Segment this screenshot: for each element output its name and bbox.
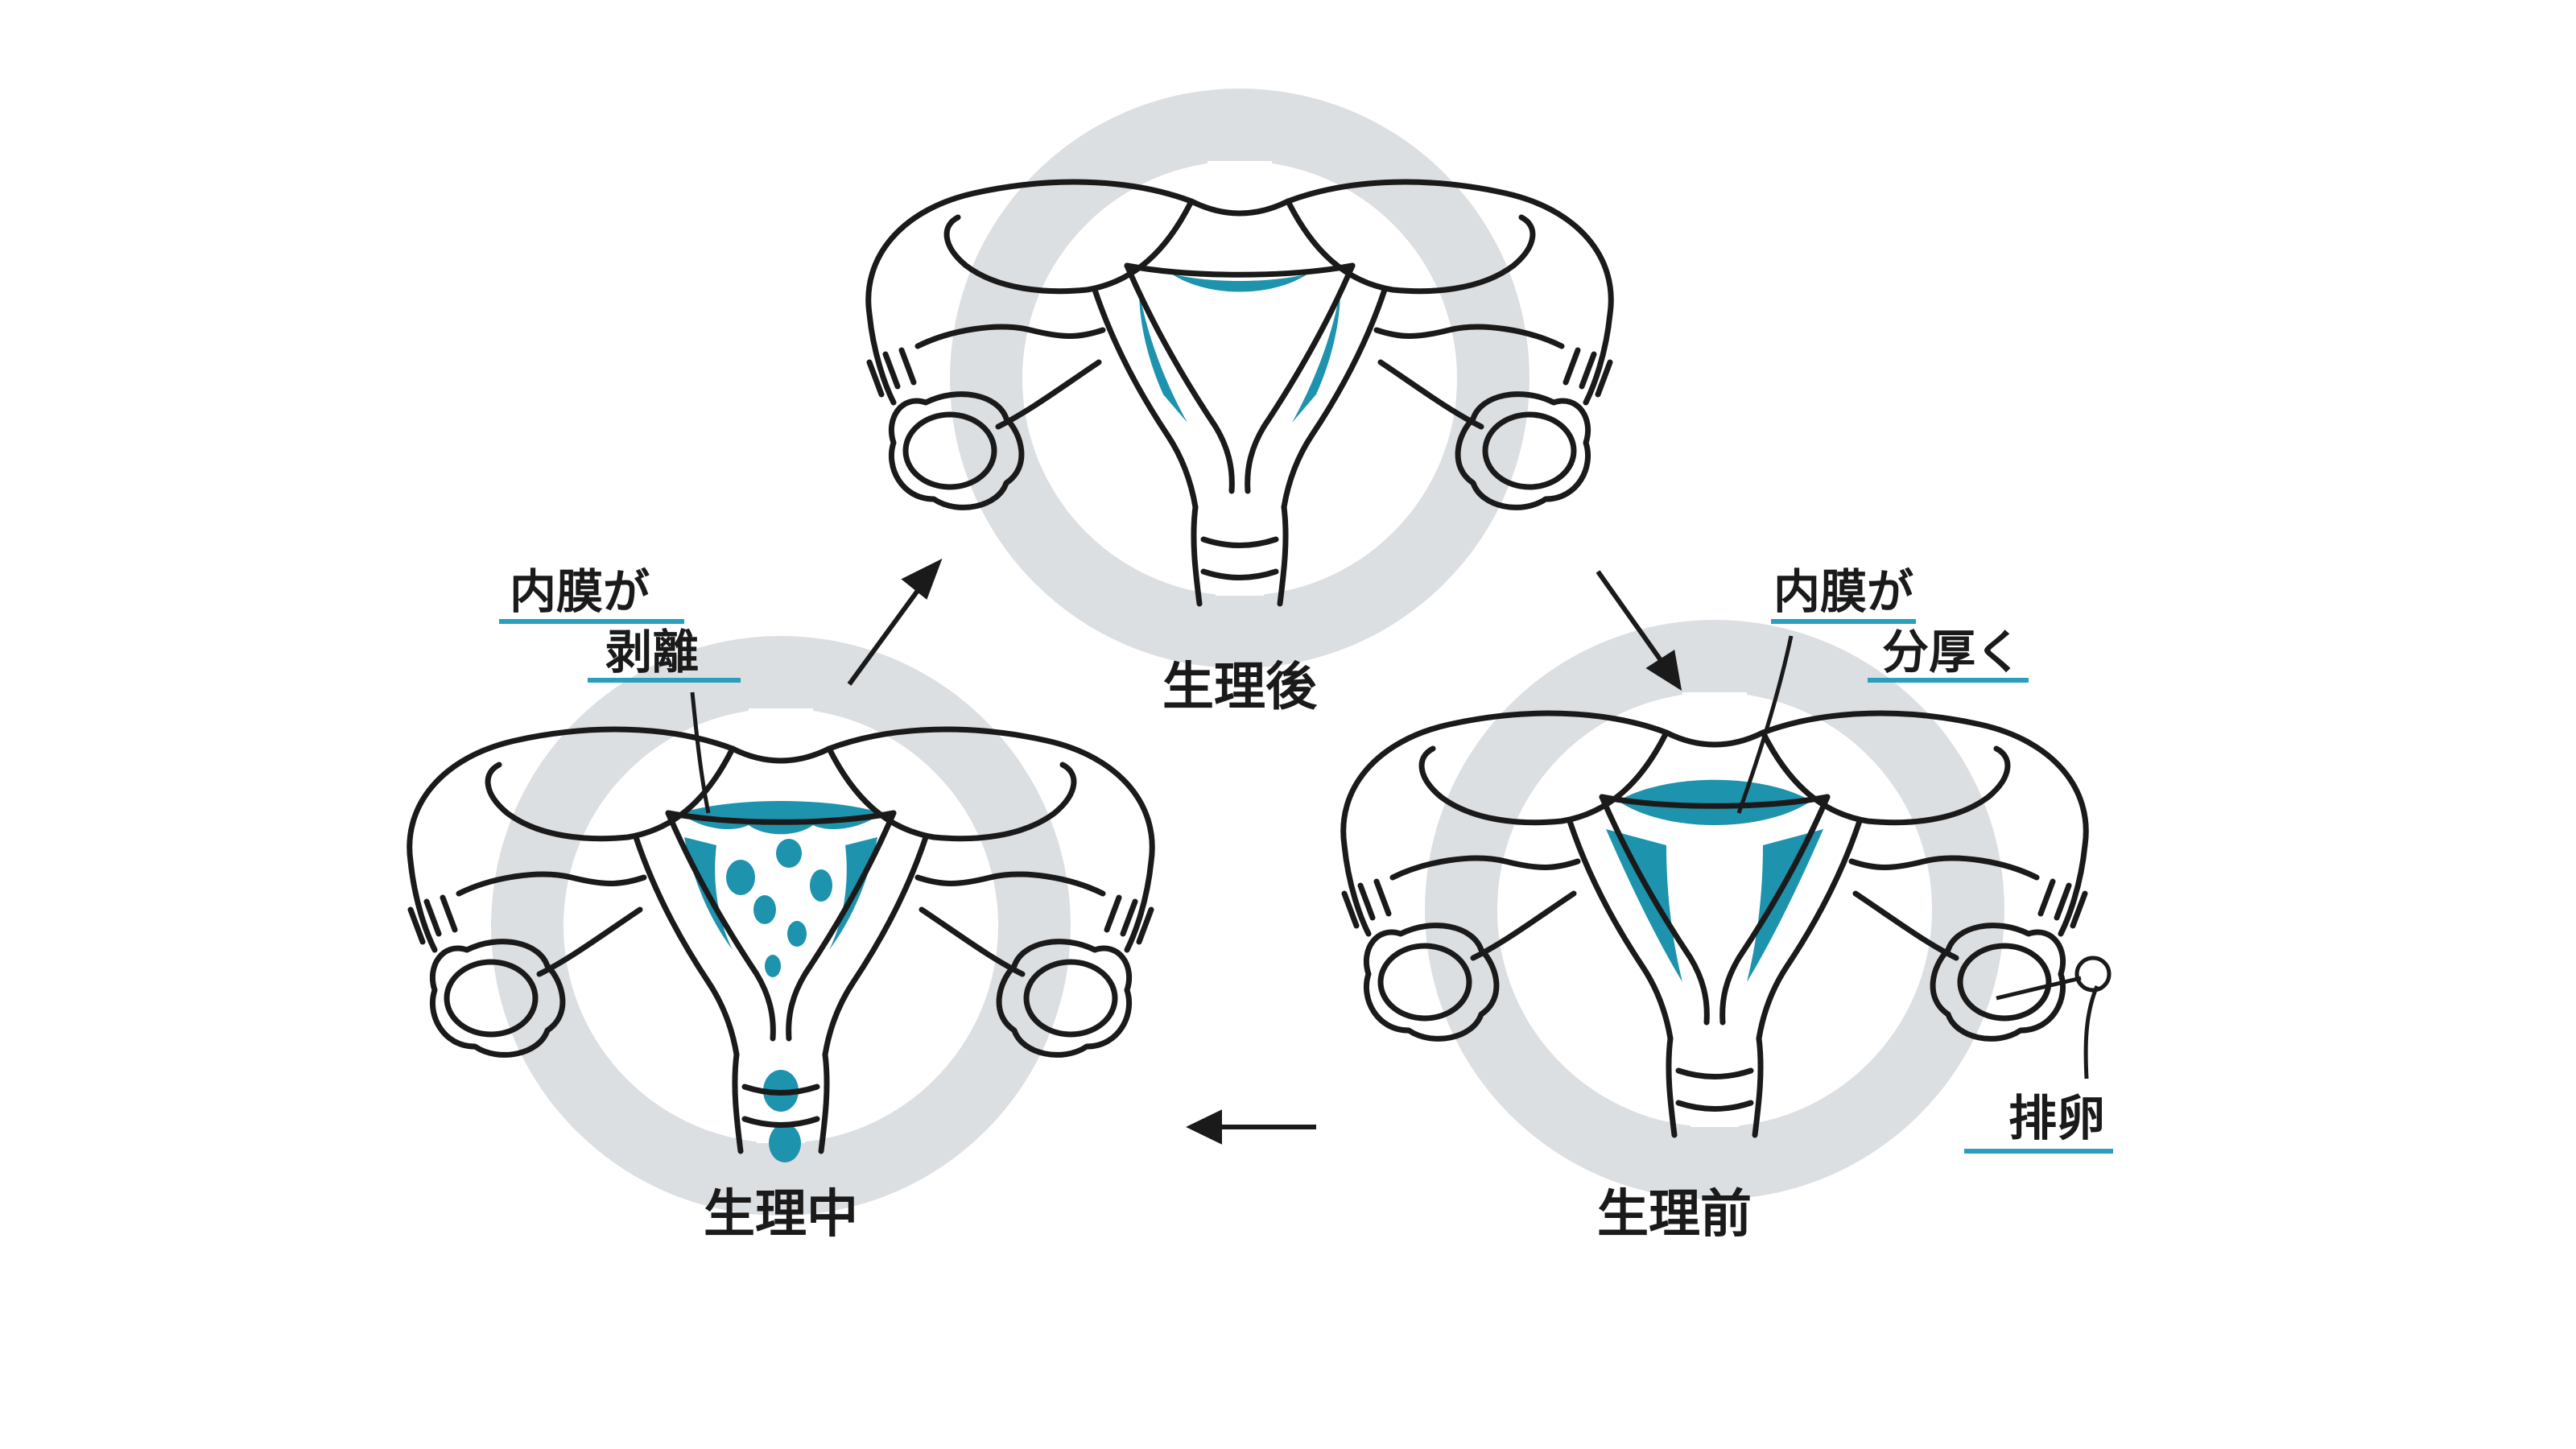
leader-line <box>2083 985 2099 1080</box>
annotation-shed: 内膜が 剥離 <box>499 564 741 814</box>
arrow-after-to-before <box>1596 570 1682 691</box>
cycle-arrows <box>847 558 1682 1145</box>
annotation-shed-line2: 剥離 <box>605 625 699 679</box>
arrow-before-to-during <box>1186 1109 1316 1145</box>
endometrium-thin <box>1139 274 1340 423</box>
leader-line <box>1736 635 1794 814</box>
arrow-during-to-after <box>847 558 943 686</box>
leader-line <box>690 691 711 814</box>
stage-before <box>1344 620 2112 1199</box>
stage-after <box>869 89 1612 668</box>
stage-label-during: 生理中 <box>704 1185 858 1245</box>
stage-during <box>410 636 1153 1216</box>
stage-label-before: 生理前 <box>1597 1185 1752 1245</box>
egg-icon <box>2074 956 2112 993</box>
endometrium-thick <box>1606 779 1823 982</box>
annotation-thicken: 内膜が 分厚く <box>1736 564 2029 814</box>
annotation-ovulation: 排卵 <box>1964 985 2113 1154</box>
annotation-shed-line1: 内膜が <box>510 564 650 619</box>
annotation-thicken-line1: 内膜が <box>1773 564 1913 619</box>
stage-label-after: 生理後 <box>1162 658 1318 717</box>
annotation-ovulation-text: 排卵 <box>2008 1091 2105 1147</box>
annotation-thicken-line2: 分厚く <box>1882 625 2022 679</box>
